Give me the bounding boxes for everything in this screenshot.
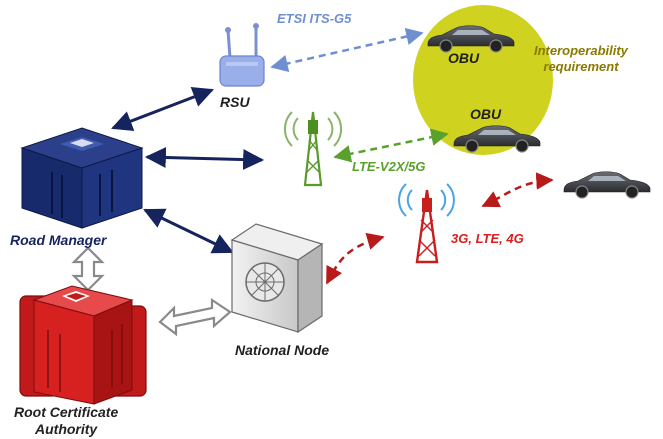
road-manager-building-icon [20,127,144,229]
label-root-ca: Root Certificate Authority [14,404,118,438]
arrow-root-ca-national-node [158,297,232,337]
label-rca-line1: Root Certificate [14,404,119,420]
arrow-etsi-its-g5 [270,27,424,73]
label-rsu: RSU [220,94,250,110]
arrow-road-manager-root-ca [71,246,105,292]
arrow-road-manager-national-node [143,208,234,254]
label-obu-top: OBU [448,50,480,66]
label-obu-bottom: OBU [470,106,502,122]
label-interop-line2: requirement [543,59,619,74]
label-interoperability: Interoperability requirement [534,43,628,75]
arrow-red-tower-car [481,172,554,208]
label-road-manager: Road Manager [10,232,107,248]
rsu-icon [219,23,265,87]
car-icon [563,171,651,199]
arrow-road-manager-lte-tower [144,146,265,171]
arrow-road-manager-rsu [111,86,214,132]
label-etsi-its-g5: ETSI ITS-G5 [277,11,352,26]
label-cellular: 3G, LTE, 4G [451,231,524,246]
red-tower-icon [398,183,455,264]
label-lte-v2x: LTE-V2X/5G [352,159,426,174]
arrow-national-node-red-tower [325,232,385,285]
green-tower-icon [283,111,343,187]
label-national-node: National Node [235,342,330,358]
label-rca-line2: Authority [35,421,98,437]
label-interop-line1: Interoperability [534,43,628,58]
national-node-server-icon [230,223,324,334]
arrow-lte-v2x [333,128,449,163]
root-ca-icon [19,285,147,405]
